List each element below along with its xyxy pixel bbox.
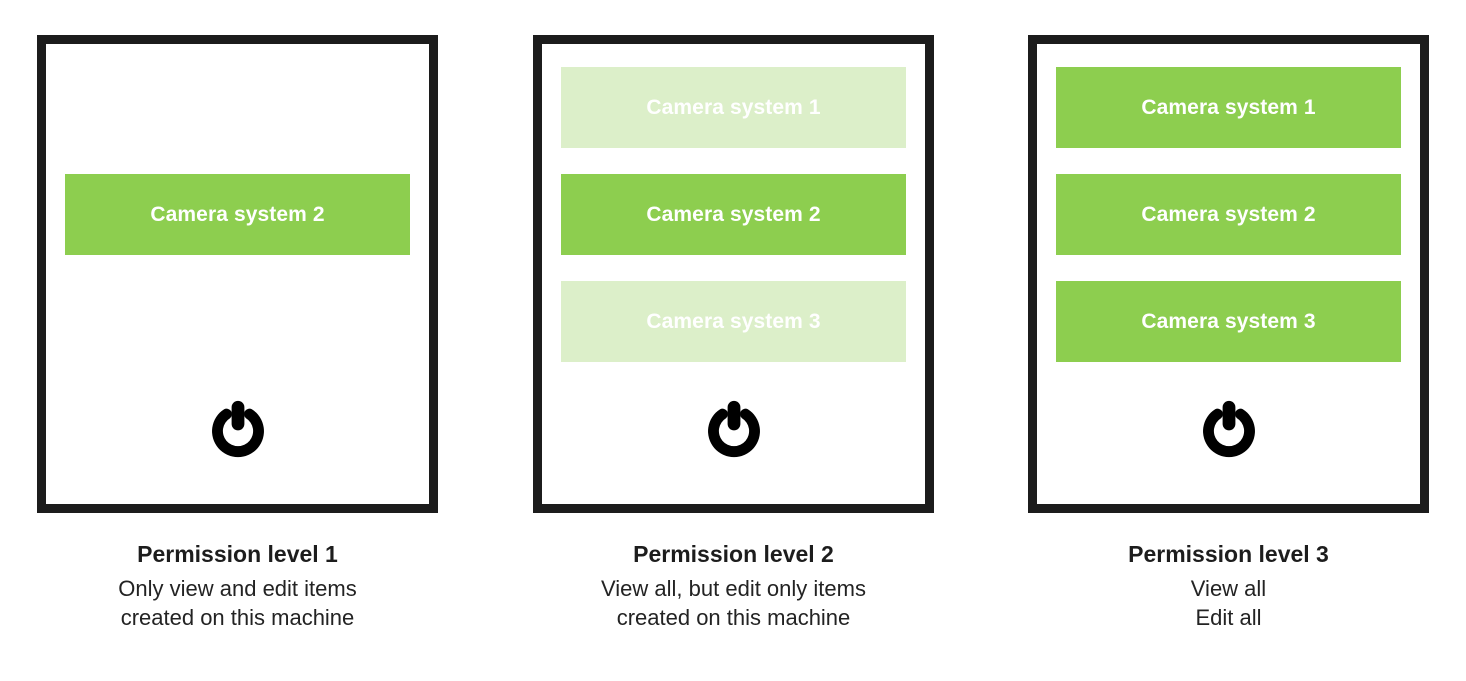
camera-slot	[65, 67, 410, 148]
camera-system-bar[interactable]: Camera system 3	[561, 281, 906, 362]
camera-slot: Camera system 2	[561, 174, 906, 255]
camera-system-label: Camera system 3	[1141, 309, 1316, 333]
panel-caption-1: Permission level 1 Only view and edit it…	[37, 539, 438, 632]
camera-system-bar	[65, 67, 410, 148]
camera-system-bar	[65, 281, 410, 362]
panel-caption-2: Permission level 2 View all, but edit on…	[533, 539, 934, 632]
camera-system-bar[interactable]: Camera system 2	[561, 174, 906, 255]
camera-slot: Camera system 2	[1056, 174, 1401, 255]
caption-line: Only view and edit items	[118, 575, 357, 601]
camera-slot	[65, 281, 410, 362]
camera-system-label: Camera system 2	[646, 202, 821, 226]
device-frame-2: Camera system 1 Camera system 2 Camera s…	[533, 35, 934, 513]
camera-system-list-3: Camera system 1 Camera system 2 Camera s…	[1056, 67, 1401, 388]
permission-level-panel-3: Camera system 1 Camera system 2 Camera s…	[1028, 35, 1429, 632]
camera-system-label: Camera system 2	[150, 202, 325, 226]
camera-system-list-2: Camera system 1 Camera system 2 Camera s…	[561, 67, 906, 388]
camera-system-bar[interactable]: Camera system 3	[1056, 281, 1401, 362]
caption-line: View all	[1190, 575, 1267, 601]
caption-line: View all, but edit only items	[601, 575, 866, 601]
power-icon-wrap	[46, 397, 429, 459]
power-icon	[1202, 400, 1255, 458]
power-icon	[211, 400, 264, 458]
power-icon	[707, 400, 760, 458]
camera-system-label: Camera system 2	[1141, 202, 1316, 226]
caption-line: Edit all	[1195, 604, 1262, 630]
device-frame-3: Camera system 1 Camera system 2 Camera s…	[1028, 35, 1429, 513]
camera-system-bar[interactable]: Camera system 1	[561, 67, 906, 148]
camera-slot: Camera system 3	[1056, 281, 1401, 362]
camera-slot: Camera system 2	[65, 174, 410, 255]
permission-level-panel-2: Camera system 1 Camera system 2 Camera s…	[533, 35, 934, 632]
camera-system-bar[interactable]: Camera system 2	[1056, 174, 1401, 255]
permission-level-panel-1: Camera system 2 Permission level 1 Only	[37, 35, 438, 632]
caption-line: created on this machine	[616, 604, 851, 630]
panel-caption-3: Permission level 3 View all Edit all	[1028, 539, 1429, 632]
power-icon-wrap	[1037, 397, 1420, 459]
caption-title: Permission level 2	[633, 541, 834, 567]
camera-slot: Camera system 1	[561, 67, 906, 148]
caption-line: created on this machine	[120, 604, 355, 630]
caption-title: Permission level 1	[137, 541, 338, 567]
caption-title: Permission level 3	[1128, 541, 1329, 567]
camera-system-bar[interactable]: Camera system 1	[1056, 67, 1401, 148]
camera-system-bar[interactable]: Camera system 2	[65, 174, 410, 255]
camera-system-label: Camera system 3	[646, 309, 821, 333]
camera-system-label: Camera system 1	[1141, 95, 1316, 119]
camera-slot: Camera system 1	[1056, 67, 1401, 148]
camera-slot: Camera system 3	[561, 281, 906, 362]
power-icon-wrap	[542, 397, 925, 459]
camera-system-list-1: Camera system 2	[65, 67, 410, 388]
camera-system-label: Camera system 1	[646, 95, 821, 119]
device-frame-1: Camera system 2	[37, 35, 438, 513]
